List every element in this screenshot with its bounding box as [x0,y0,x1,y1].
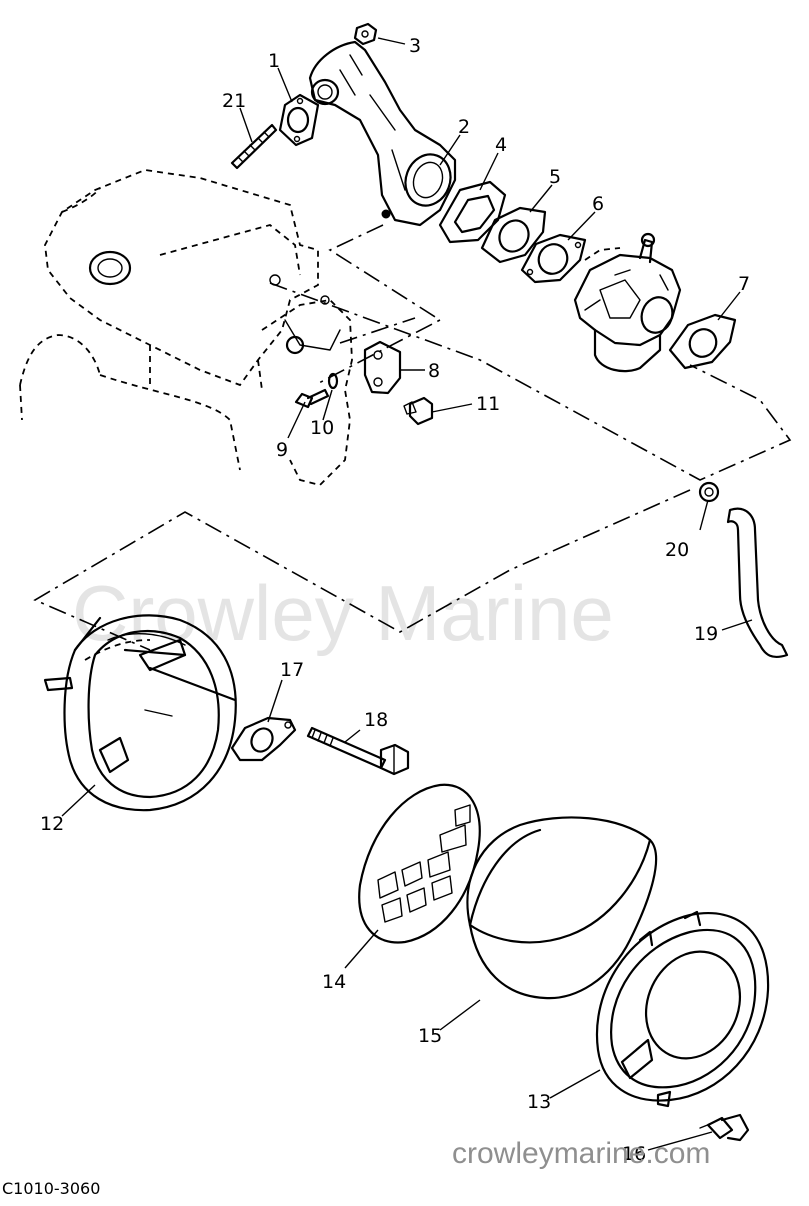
callout-21: 21 [222,90,246,112]
callout-17: 17 [280,659,304,681]
drawing-code: C1010-3060 [2,1179,100,1198]
air-filter-case [43,614,237,812]
hose-19 [726,507,789,659]
stud-21 [230,123,278,170]
gasket-6 [520,233,587,284]
bracket-8 [363,340,402,395]
callout-18: 18 [364,709,388,731]
callout-12: 12 [40,813,64,835]
element-holder [358,783,481,944]
watermark-center: Crowley Marine [72,569,614,657]
screw-9 [294,388,330,409]
leader-lines [61,37,753,1151]
callout-7: 7 [738,273,750,295]
callout-9: 9 [276,439,288,461]
callout-19: 19 [694,623,718,645]
hose-clamp-20 [698,481,720,503]
engine-block [19,169,353,486]
callout-1: 1 [268,50,280,72]
callout-14: 14 [322,971,346,993]
callout-5: 5 [549,166,561,188]
bolt-11 [403,396,434,426]
callout-2: 2 [458,116,470,138]
bolt-18 [306,726,410,776]
callout-13: 13 [527,1091,551,1113]
watermark-corner: crowleymarine.com [452,1137,710,1170]
filter-cover [595,910,770,1108]
assembly-center-lines [33,224,792,651]
callout-3: 3 [409,35,421,57]
gasket-4 [438,180,507,244]
callout-15: 15 [418,1025,442,1047]
callout-10: 10 [310,417,334,439]
intake-manifold [308,40,457,227]
callout-20: 20 [665,539,689,561]
wing-bolt-16 [699,1113,750,1142]
washer-10 [327,372,339,390]
nut-3 [353,22,378,46]
spacer-5 [480,206,547,264]
callout-16: 16 [622,1143,646,1165]
gasket-17 [230,716,297,762]
gasket-7 [668,313,737,370]
callout-11: 11 [476,393,500,415]
filter-element [466,816,658,1000]
carburetor [573,232,682,373]
callout-8: 8 [428,360,440,382]
callout-4: 4 [495,134,507,156]
callout-6: 6 [592,193,604,215]
callouts: 1 2 3 4 5 6 7 8 9 10 11 12 13 14 15 16 1… [40,35,750,1165]
gasket-1 [278,93,320,147]
